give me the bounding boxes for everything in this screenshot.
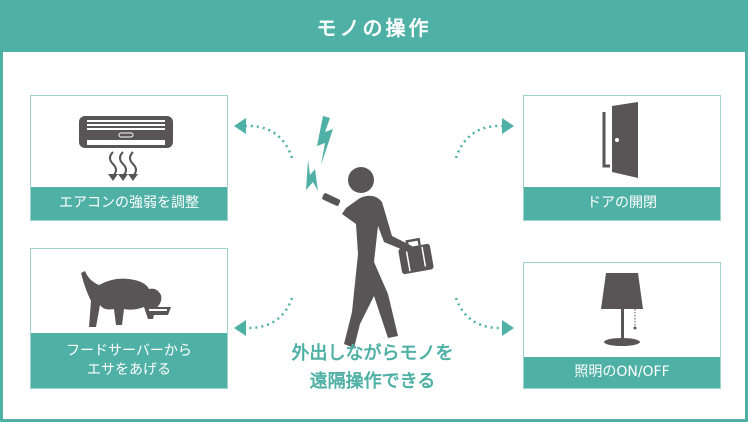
page-title: モノの操作 <box>0 0 748 52</box>
label-line: ドアの開閉 <box>587 195 657 211</box>
label-line: フードサーバーから <box>66 342 192 359</box>
signal-icon <box>306 116 333 191</box>
card-air-conditioner: エアコンの強弱を調整 <box>30 95 228 221</box>
card-label: エアコンの強弱を調整 <box>31 187 227 220</box>
center-caption: 外出しながらモノを 遠隔操作できる <box>250 340 495 396</box>
card-label: ドアの開閉 <box>524 187 720 220</box>
arrow-to-door <box>454 124 502 159</box>
card-food-server: フードサーバーから エサをあげる <box>30 248 228 389</box>
card-door: ドアの開閉 <box>523 95 721 221</box>
air-conditioner-icon <box>79 116 173 181</box>
door-icon <box>602 102 638 178</box>
lamp-icon <box>601 273 643 346</box>
label-line: 照明のON/OFF <box>574 364 670 380</box>
arrow-to-food-server <box>246 297 294 330</box>
walking-person-icon <box>322 167 434 348</box>
card-label: フードサーバーから エサをあげる <box>31 333 227 388</box>
label-line: エサをあげる <box>87 361 171 378</box>
caption-line: 外出しながらモノを <box>291 343 454 364</box>
card-label: 照明のON/OFF <box>524 357 720 388</box>
card-lighting: 照明のON/OFF <box>523 262 721 389</box>
caption-line: 遠隔操作できる <box>309 371 436 392</box>
dog-eating-icon <box>81 271 171 327</box>
label-line: エアコンの強弱を調整 <box>59 195 199 211</box>
arrow-to-lighting <box>454 297 502 330</box>
arrow-to-air-conditioner <box>246 124 294 159</box>
